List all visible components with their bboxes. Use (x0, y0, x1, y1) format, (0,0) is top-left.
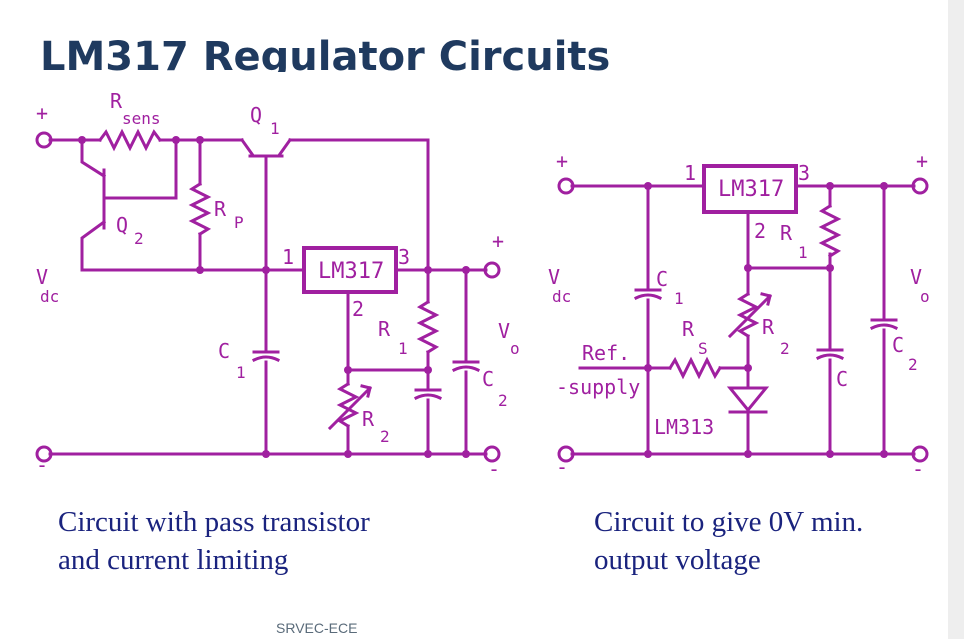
left-chip-label: LM317 (318, 259, 384, 284)
right-r2-label: R (762, 315, 775, 339)
left-c2-capacitor (451, 360, 481, 373)
right-diode-label: LM313 (654, 415, 714, 439)
left-r1-resistor (416, 299, 440, 355)
r-sens-label: R (110, 89, 123, 113)
left-c1-label: C (218, 339, 230, 363)
rp-resistor (188, 181, 212, 237)
left-c1-capacitor (251, 350, 281, 363)
right-plus-label: + (556, 149, 568, 173)
right-c-capacitor (815, 348, 845, 361)
right-lm317-chip (702, 164, 798, 214)
right-c2-sub: 2 (908, 355, 918, 374)
left-r2-label: R (362, 407, 375, 431)
left-pin2: 2 (352, 297, 364, 321)
q1-transistor (239, 137, 430, 270)
right-r1-label: R (780, 221, 793, 245)
left-vo-sub: o (510, 339, 520, 358)
right-caption-line-1: Circuit to give 0V min. (594, 506, 864, 538)
left-vo-minus-terminal (483, 445, 501, 463)
slide-footer: SRVEC-ECE (276, 620, 358, 636)
right-c-label: C (836, 367, 848, 391)
right-c1-sub: 1 (674, 289, 684, 308)
schematic-diagram: + - R sens Q 1 Q 2 R P V dc LM317 1 2 3 … (18, 72, 946, 500)
r-sens-sub: sens (122, 109, 161, 128)
right-pin2: 2 (754, 219, 766, 243)
left-input-plus-terminal (35, 131, 53, 149)
rp-sub: P (234, 213, 244, 232)
right-vdc-label: V (548, 265, 560, 289)
right-r1-sub: 1 (798, 243, 808, 262)
right-vo-label: V (910, 265, 922, 289)
left-vo-minus: - (488, 457, 500, 481)
left-vo-plus: + (492, 229, 504, 253)
rp-label: R (214, 197, 227, 221)
left-c1-sub: 1 (236, 363, 246, 382)
right-minus-label: - (556, 455, 568, 479)
left-c2-label: C (482, 367, 494, 391)
right-rs-resistor (667, 356, 723, 380)
left-vdc-sub: dc (40, 287, 59, 306)
right-rs-sub: S (698, 339, 708, 358)
left-minus-label: - (36, 453, 48, 477)
right-labels: + - + - LM317 1 2 3 V dc C 1 R 1 R S R 2… (548, 149, 930, 481)
right-r1-resistor (818, 203, 842, 259)
right-vo-sub: o (920, 287, 930, 306)
left-labels: + - R sens Q 1 Q 2 R P V dc LM317 1 2 3 … (36, 89, 520, 481)
left-pin3: 3 (398, 245, 410, 269)
q1-sub: 1 (270, 119, 280, 138)
left-caption-line-1: Circuit with pass transistor (58, 506, 370, 538)
slide-edge-bar (948, 0, 964, 639)
right-c1-capacitor (633, 288, 663, 301)
left-c2-sub: 2 (498, 391, 508, 410)
left-r2-sub: 2 (380, 427, 390, 446)
r-sens-resistor (97, 128, 163, 152)
right-ref-label: Ref. (582, 341, 630, 365)
right-input-minus-terminal (557, 445, 575, 463)
q1-label: Q (250, 103, 262, 127)
right-rs-label: R (682, 317, 695, 341)
right-c1-label: C (656, 267, 668, 291)
left-r1-sub: 1 (398, 339, 408, 358)
right-pin1: 1 (684, 161, 696, 185)
right-vo-plus: + (916, 149, 928, 173)
left-vo-label: V (498, 319, 510, 343)
right-chip-label: LM317 (718, 177, 784, 202)
left-input-minus-terminal (35, 445, 53, 463)
right-caption: Circuit to give 0V min. output voltage (594, 503, 863, 579)
left-caption-line-2: and current limiting (58, 544, 289, 576)
right-supply-label: -supply (556, 375, 640, 399)
q2-label: Q (116, 213, 128, 237)
left-plus-label: + (36, 101, 48, 125)
right-caption-line-2: output voltage (594, 544, 761, 576)
right-vdc-sub: dc (552, 287, 571, 306)
right-vo-minus: - (912, 457, 924, 481)
left-vdc-label: V (36, 265, 48, 289)
right-vo-minus-terminal (911, 445, 929, 463)
left-pin1: 1 (282, 245, 294, 269)
right-r2-sub: 2 (780, 339, 790, 358)
left-caption: Circuit with pass transistor and current… (58, 503, 370, 579)
left-vo-plus-terminal (483, 261, 501, 279)
right-c2-label: C (892, 333, 904, 357)
left-c-small (413, 388, 443, 401)
right-vo-plus-terminal (911, 177, 929, 195)
right-c2-capacitor (869, 318, 899, 331)
right-r2-resistor (736, 291, 760, 339)
q2-sub: 2 (134, 229, 144, 248)
junction-dots (78, 136, 888, 458)
left-r2-resistor (336, 381, 360, 429)
left-r1-label: R (378, 317, 391, 341)
right-pin3: 3 (798, 161, 810, 185)
left-circuit (35, 128, 501, 463)
